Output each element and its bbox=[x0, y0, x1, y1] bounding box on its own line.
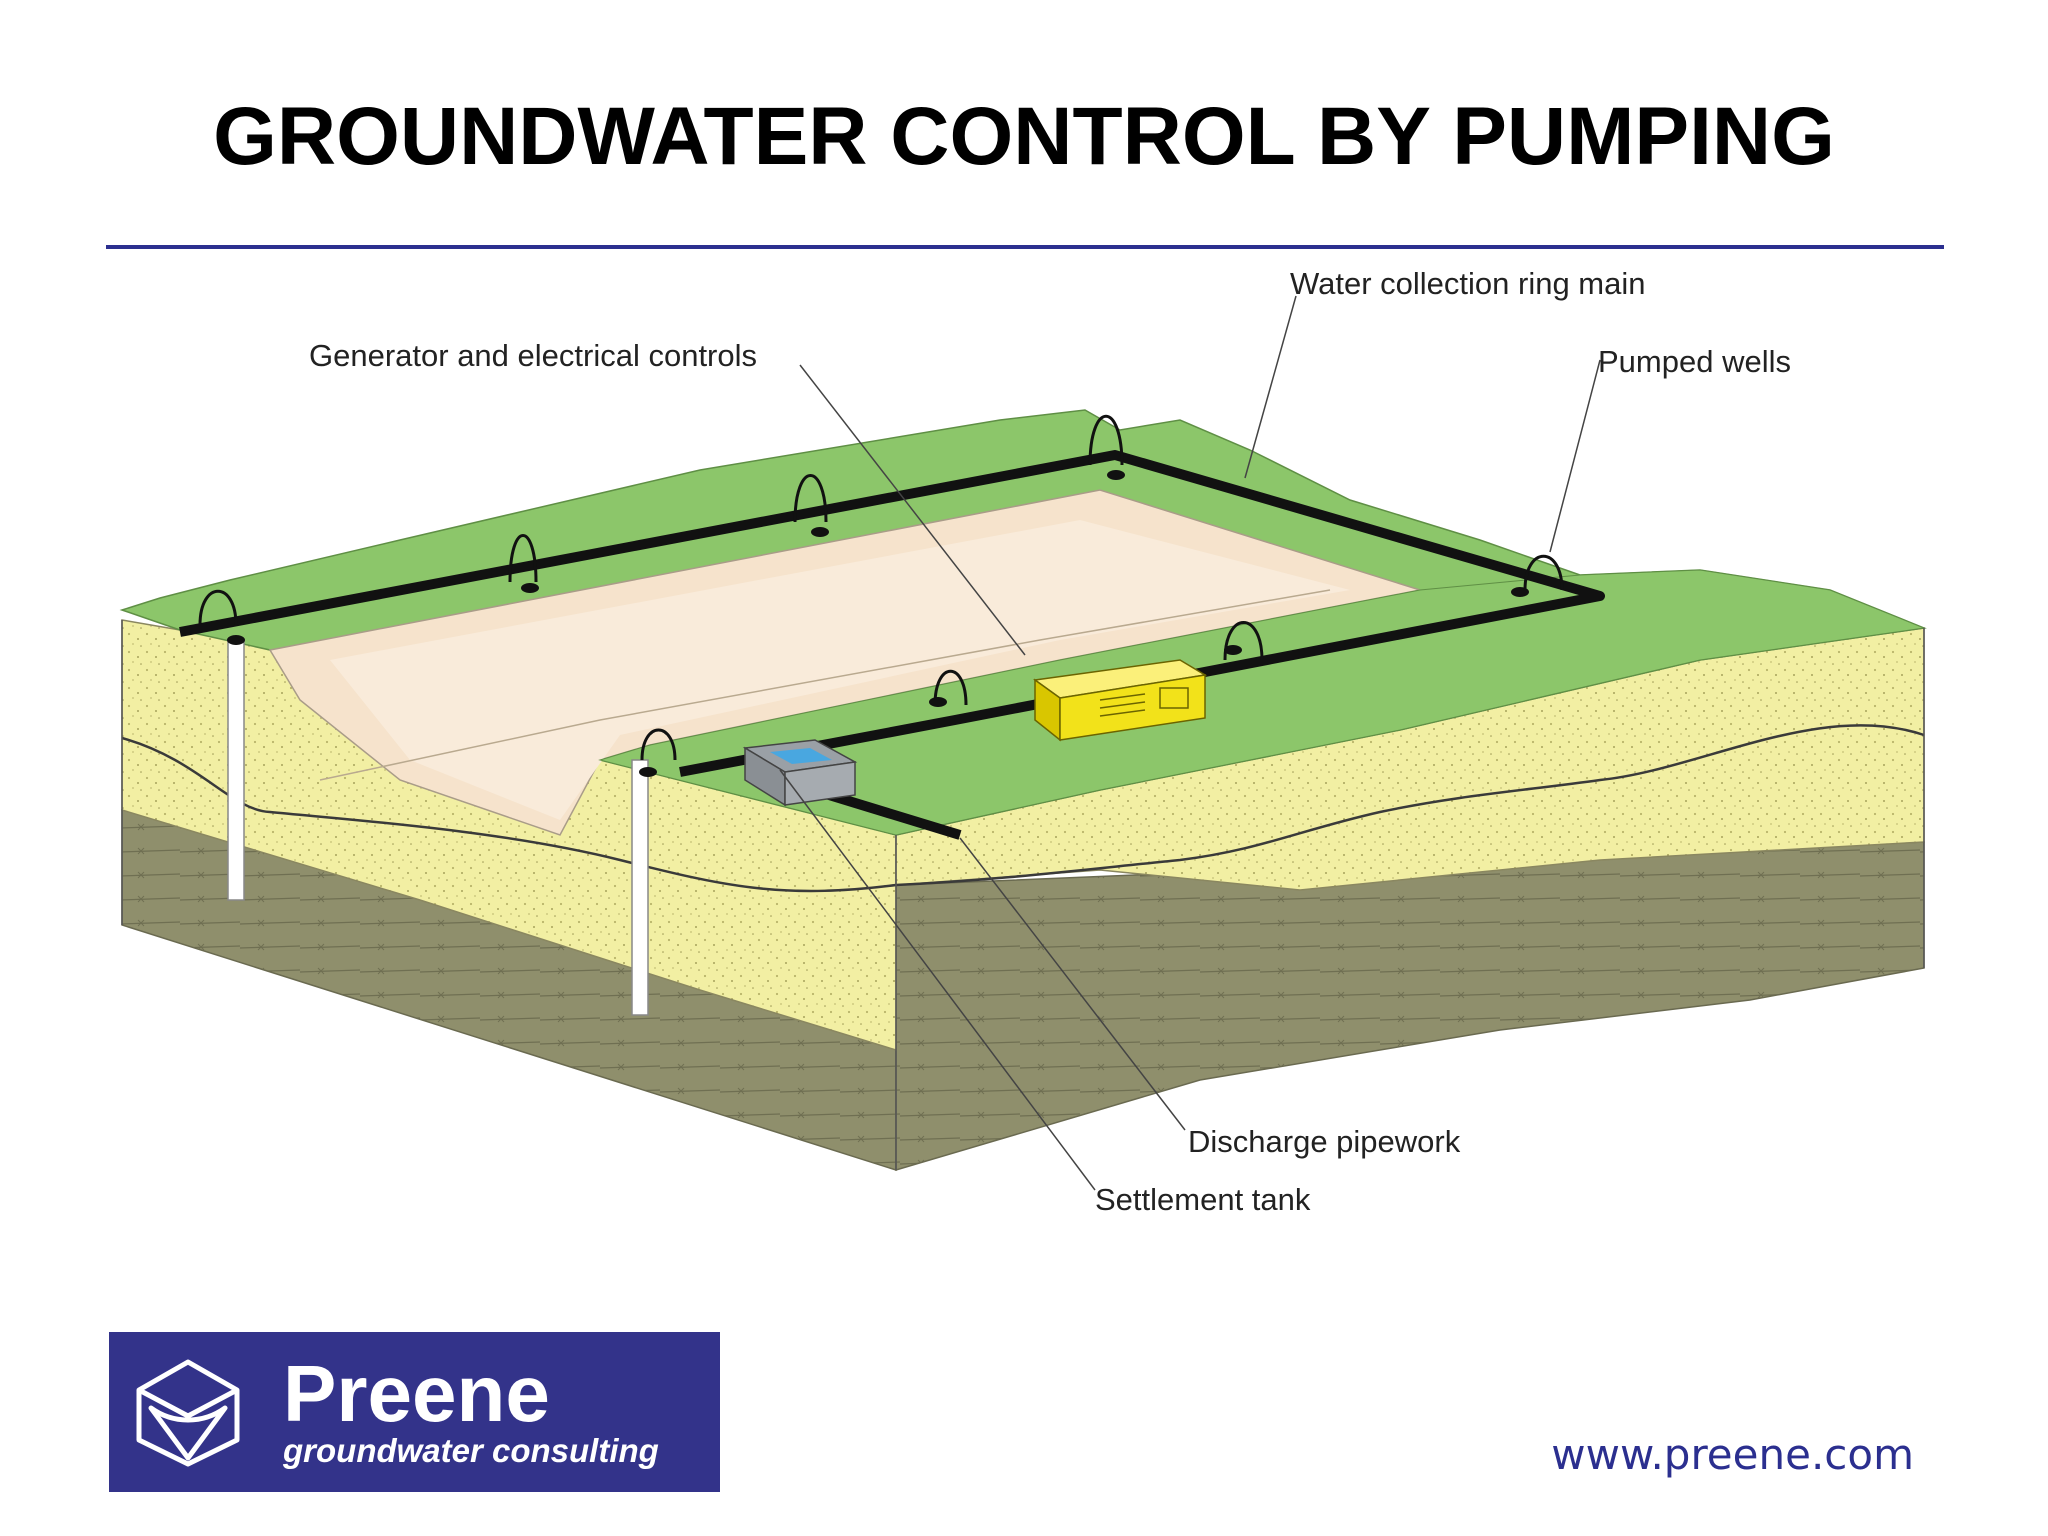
cube-logo-icon bbox=[133, 1358, 243, 1468]
logo-name: Preene bbox=[283, 1354, 550, 1434]
well-casing-left bbox=[228, 640, 244, 900]
well-casing-front bbox=[632, 760, 648, 1015]
label-discharge-pipework: Discharge pipework bbox=[1188, 1124, 1461, 1159]
website-url[interactable]: www.preene.com bbox=[1551, 1430, 1914, 1479]
label-generator: Generator and electrical controls bbox=[309, 338, 757, 373]
label-pumped-wells: Pumped wells bbox=[1598, 344, 1791, 379]
label-settlement-tank: Settlement tank bbox=[1095, 1182, 1311, 1217]
preene-logo: Preene groundwater consulting bbox=[109, 1332, 720, 1492]
logo-tagline: groundwater consulting bbox=[283, 1434, 659, 1467]
label-ring-main: Water collection ring main bbox=[1290, 266, 1646, 301]
clay-layer-right-face bbox=[896, 842, 1924, 1170]
